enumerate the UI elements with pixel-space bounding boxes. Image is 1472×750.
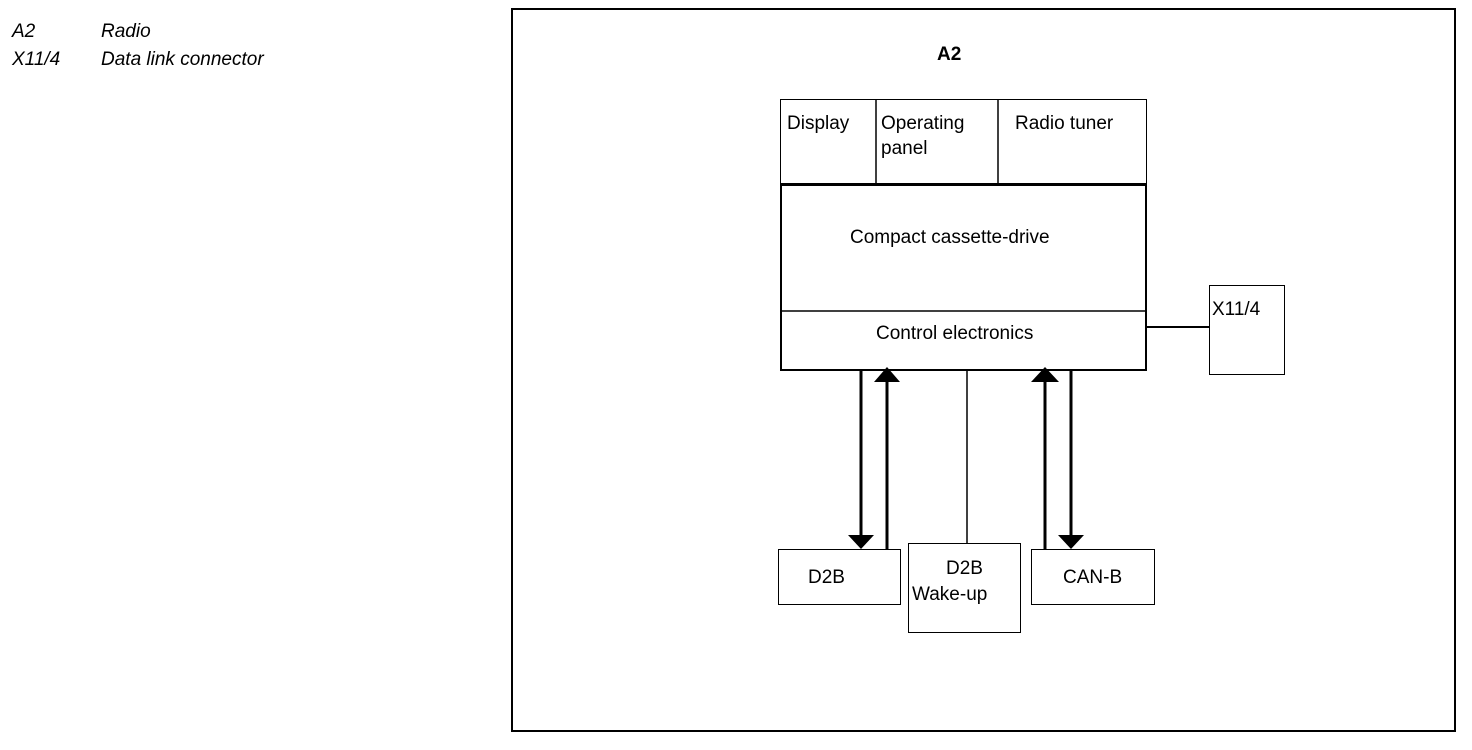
canb-label: CAN-B — [1063, 567, 1123, 588]
control-electronics-label: Control electronics — [876, 323, 1034, 344]
d2b-label: D2B — [808, 567, 845, 588]
d2b-wakeup-box — [908, 543, 1021, 633]
operating-panel-label-line2: panel — [881, 138, 928, 159]
canb-box — [1031, 549, 1155, 605]
d2b-up-arrow-icon — [874, 367, 900, 382]
d2b-down-arrow-icon — [848, 535, 874, 549]
top-panel-row — [780, 99, 1147, 184]
d2b-wakeup-label-line2: Wake-up — [912, 584, 988, 605]
legend-code: X11/4 — [12, 49, 61, 70]
legend: A2 Radio X11/4 Data link connector — [12, 18, 264, 74]
radio-tuner-label: Radio tuner — [1015, 113, 1114, 134]
canb-up-arrow-icon — [1031, 367, 1059, 382]
legend-desc: Data link connector — [101, 49, 264, 70]
connector-x11-4 — [1209, 285, 1285, 375]
connector-label: X11/4 — [1212, 299, 1261, 320]
legend-row-a2: A2 Radio — [12, 18, 264, 46]
main-unit — [780, 184, 1147, 371]
legend-row-x11-4: X11/4 Data link connector — [12, 46, 264, 74]
d2b-wakeup-label-line1: D2B — [946, 558, 983, 579]
legend-code: A2 — [12, 21, 36, 42]
operating-panel-label-line1: Operating — [881, 113, 965, 134]
display-label: Display — [787, 113, 850, 134]
legend-desc: Radio — [101, 21, 151, 42]
canb-down-arrow-icon — [1058, 535, 1084, 549]
diagram-title: A2 — [937, 44, 962, 65]
diagram-frame — [511, 8, 1456, 732]
cassette-drive-label: Compact cassette-drive — [850, 227, 1050, 248]
d2b-box — [778, 549, 901, 605]
